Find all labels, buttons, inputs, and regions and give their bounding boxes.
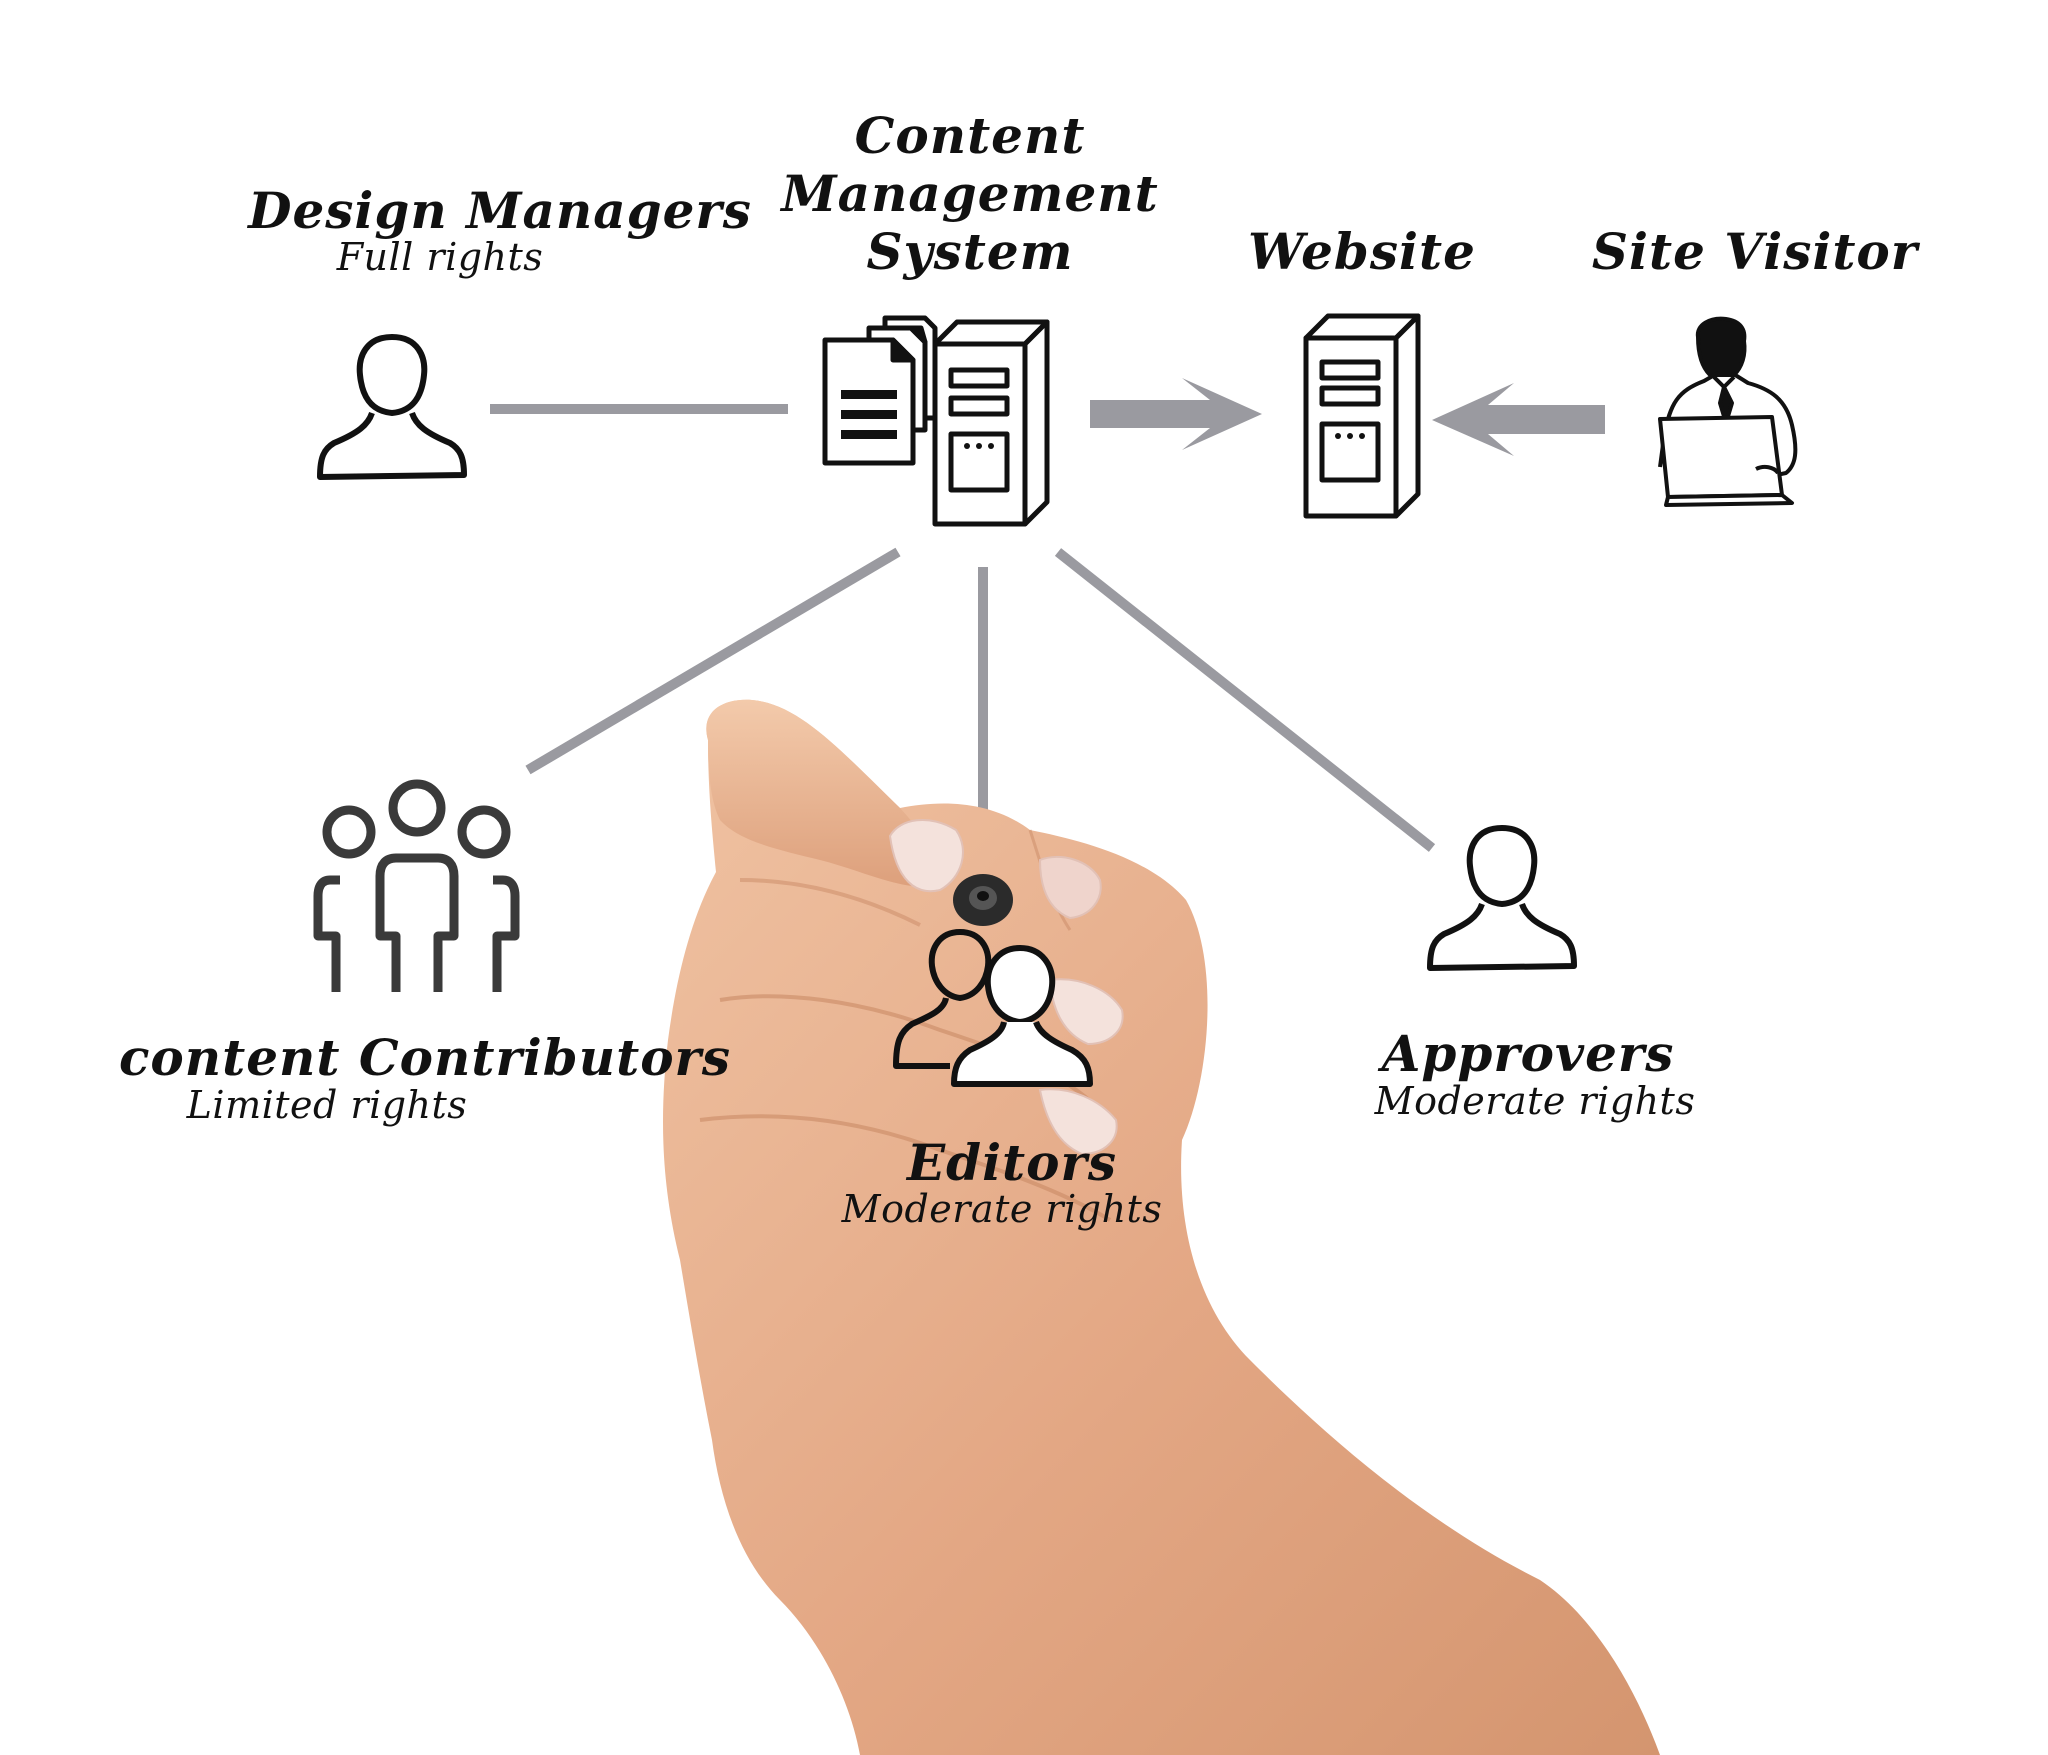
website-title: Website: [1248, 222, 1476, 281]
content-contributors-title: content Contributors: [118, 1028, 732, 1087]
pair-icon: [893, 929, 1093, 1087]
arrows: [1090, 378, 1605, 456]
cms-title-line-3: System: [866, 222, 1074, 281]
visitor-laptop-icon: [1658, 316, 1798, 507]
editors-title: Editors: [906, 1133, 1118, 1192]
connector-cms-approvers: [1054, 548, 1436, 852]
server-icon: [932, 319, 1050, 527]
arrow-cms-to-website: [1090, 378, 1262, 450]
approvers-title: Approvers: [1381, 1024, 1675, 1083]
person-icon: [1427, 825, 1577, 971]
connectors: [490, 404, 1436, 880]
arrow-visitor-to-website: [1432, 383, 1605, 456]
design-managers-subtitle: Full rights: [336, 235, 544, 279]
cms-title-line-1: Content: [854, 106, 1086, 165]
design-managers-title: Design Managers: [248, 181, 752, 240]
editors-subtitle: Moderate rights: [841, 1187, 1163, 1231]
website-server-icon: [1303, 313, 1421, 519]
cms-title-line-2: Management: [781, 164, 1159, 223]
documents-icon: [822, 315, 938, 466]
content-contributors-subtitle: Limited rights: [186, 1083, 468, 1127]
site-visitor-title: Site Visitor: [1591, 222, 1919, 281]
person-icon: [317, 334, 467, 480]
hand-marker-image: [663, 699, 1660, 1755]
approvers-subtitle: Moderate rights: [1374, 1079, 1696, 1123]
connector-cms-contributors: [525, 547, 901, 775]
group-icon: [313, 779, 520, 992]
